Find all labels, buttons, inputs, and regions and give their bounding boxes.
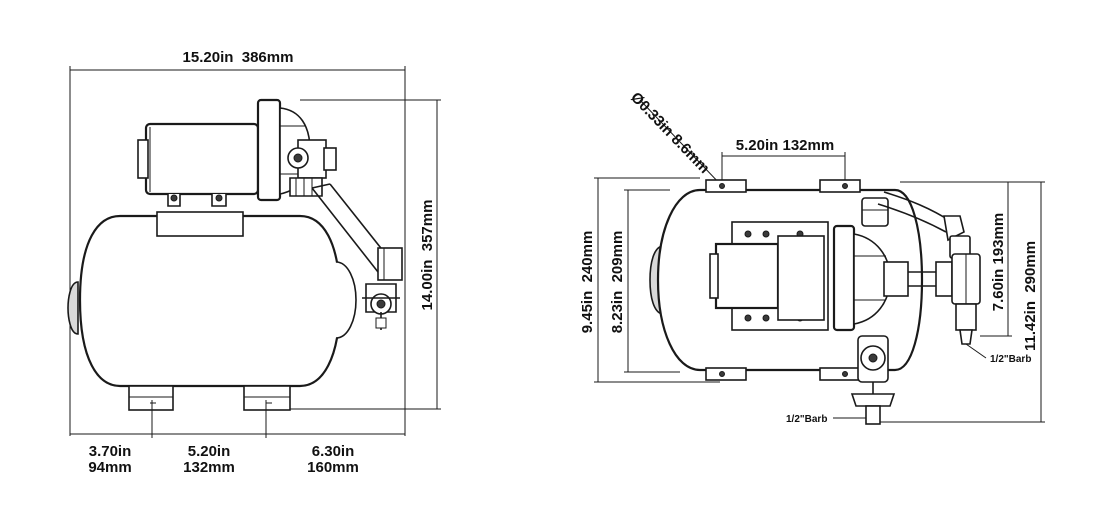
width-label: 15.20in 386mm: [183, 49, 294, 66]
depth-inner-dimension: 8.23in 209mm: [609, 189, 680, 373]
inlet-fitting: [861, 191, 971, 259]
bottom-dimensions: 3.70in 94mm 5.20in 132mm 6.30in 160mm: [70, 400, 405, 476]
barb-bottom-label: 1/2"Barb: [786, 414, 827, 425]
bottom-dim-1-mm: 94mm: [88, 459, 131, 476]
depth-outer-dimension: 9.45in 240mm: [579, 177, 720, 383]
depth-inner-label: 8.23in 209mm: [609, 231, 626, 334]
motor-top: [709, 221, 829, 331]
side-view: 15.20in 386mm 14.00in 357mm: [67, 49, 441, 476]
pump-motor: [137, 98, 337, 207]
bottom-outlet: 1/2"Barb: [786, 335, 896, 425]
height-inner-dimension: 7.60in 193mm: [900, 181, 1012, 337]
barb-right-label: 1/2"Barb: [990, 354, 1031, 365]
height-label: 14.00in 357mm: [419, 200, 436, 311]
height-dimension: 14.00in 357mm: [290, 99, 441, 410]
spacing-dimension: 5.20in 132mm: [721, 137, 846, 186]
bottom-dim-2-in: 5.20in: [188, 443, 231, 460]
height-inner-label: 7.60in 193mm: [990, 213, 1007, 311]
width-dimension: 15.20in 386mm: [69, 49, 406, 436]
bottom-dim-3-in: 6.30in: [312, 443, 355, 460]
height-outer-label: 11.42in 290mm: [1022, 241, 1039, 351]
hole-dimension: Ø0.33in 8.6mm: [627, 89, 723, 187]
depth-outer-label: 9.45in 240mm: [579, 231, 596, 334]
right-outlet: 1/2"Barb: [908, 253, 1031, 365]
pump-head-top: [832, 224, 909, 332]
top-view: Ø0.33in 8.6mm 5.20in 132mm 9.45in 240mm …: [579, 89, 1045, 425]
pressure-tank: [67, 211, 357, 411]
outlet-valve: [362, 247, 403, 330]
bottom-dim-2-mm: 132mm: [183, 459, 235, 476]
bottom-dim-3-mm: 160mm: [307, 459, 359, 476]
bottom-dim-1-in: 3.70in: [89, 443, 132, 460]
hole-label: Ø0.33in 8.6mm: [627, 89, 713, 177]
spacing-label: 5.20in 132mm: [736, 137, 834, 154]
height-outer-dimension: 11.42in 290mm: [880, 181, 1045, 423]
